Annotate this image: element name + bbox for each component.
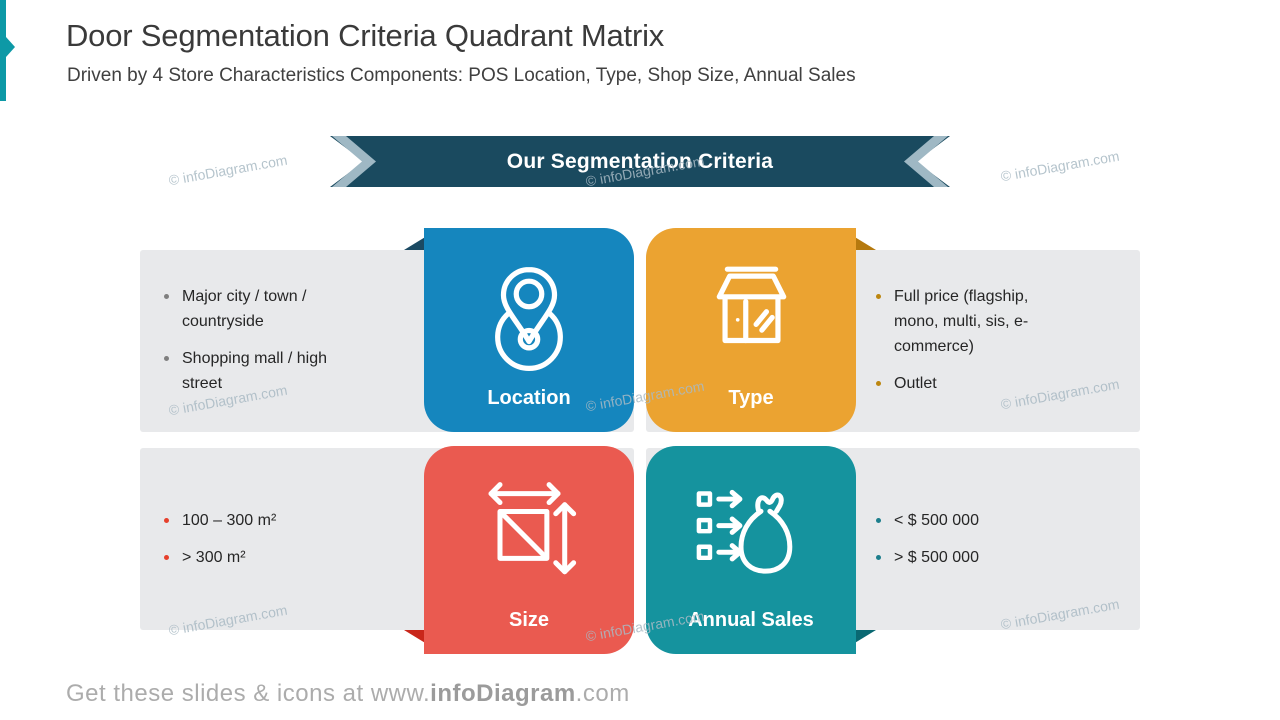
page-subtitle: Driven by 4 Store Characteristics Compon…	[67, 65, 856, 86]
left-accent-arrow-icon	[6, 37, 15, 57]
bullet-dot	[876, 518, 881, 523]
card-label-annual-sales: Annual Sales	[688, 609, 814, 631]
list-item: 100 – 300 m²	[164, 508, 360, 533]
list-item: Shopping mall / high street	[164, 346, 360, 396]
list-item: Major city / town / countryside	[164, 284, 360, 334]
footer-credit: Get these slides & icons at www.infoDiag…	[66, 680, 630, 708]
list-item-text: Full price (flagship, mono, multi, sis, …	[894, 288, 1029, 355]
money-bag-icon	[646, 478, 856, 580]
list-item-text: Major city / town / countryside	[182, 288, 307, 330]
card-annual-sales: Annual Sales	[646, 446, 856, 654]
list-item: Outlet	[876, 371, 1072, 396]
card-label-size: Size	[508, 609, 550, 631]
card-size: Size	[424, 446, 634, 654]
bullet-dot	[164, 555, 169, 560]
bullet-dot	[164, 518, 169, 523]
card-type: Type	[646, 228, 856, 432]
list-item-text: > $ 500 000	[894, 549, 979, 566]
list-item-text: Shopping mall / high street	[182, 350, 327, 392]
bullet-dot	[876, 555, 881, 560]
list-item: > $ 500 000	[876, 545, 1072, 570]
watermark: © infoDiagram.com	[999, 147, 1121, 185]
page-title: Door Segmentation Criteria Quadrant Matr…	[66, 18, 665, 53]
footer-suffix: .com	[575, 680, 630, 707]
dimensions-icon	[424, 478, 634, 584]
map-pin-icon	[424, 260, 634, 372]
type-bullet-list: Full price (flagship, mono, multi, sis, …	[876, 284, 1072, 408]
list-item-text: 100 – 300 m²	[182, 512, 277, 529]
card-label-location: Location	[487, 387, 571, 409]
list-item: Full price (flagship, mono, multi, sis, …	[876, 284, 1072, 359]
storefront-icon	[646, 260, 856, 352]
footer-link[interactable]: infoDiagram	[430, 680, 576, 707]
list-item-text: < $ 500 000	[894, 512, 979, 529]
bullet-dot	[876, 381, 881, 386]
location-bullet-list: Major city / town / countryside Shopping…	[164, 284, 360, 408]
bullet-dot	[876, 294, 881, 299]
bullet-dot	[164, 356, 169, 361]
list-item-text: Outlet	[894, 375, 937, 392]
left-accent-bar	[0, 0, 6, 101]
banner-ribbon-background	[330, 136, 950, 187]
list-item-text: > 300 m²	[182, 549, 246, 566]
banner-title: Our Segmentation Criteria	[506, 150, 774, 173]
list-item: > 300 m²	[164, 545, 360, 570]
banner-ribbon: Our Segmentation Criteria	[330, 136, 950, 187]
card-location: Location	[424, 228, 634, 432]
annual-sales-bullet-list: < $ 500 000 > $ 500 000	[876, 508, 1072, 582]
watermark: © infoDiagram.com	[167, 151, 289, 189]
list-item: < $ 500 000	[876, 508, 1072, 533]
card-label-type: Type	[728, 387, 774, 409]
bullet-dot	[164, 294, 169, 299]
footer-prefix: Get these slides & icons at www.	[66, 680, 431, 707]
size-bullet-list: 100 – 300 m² > 300 m²	[164, 508, 360, 582]
